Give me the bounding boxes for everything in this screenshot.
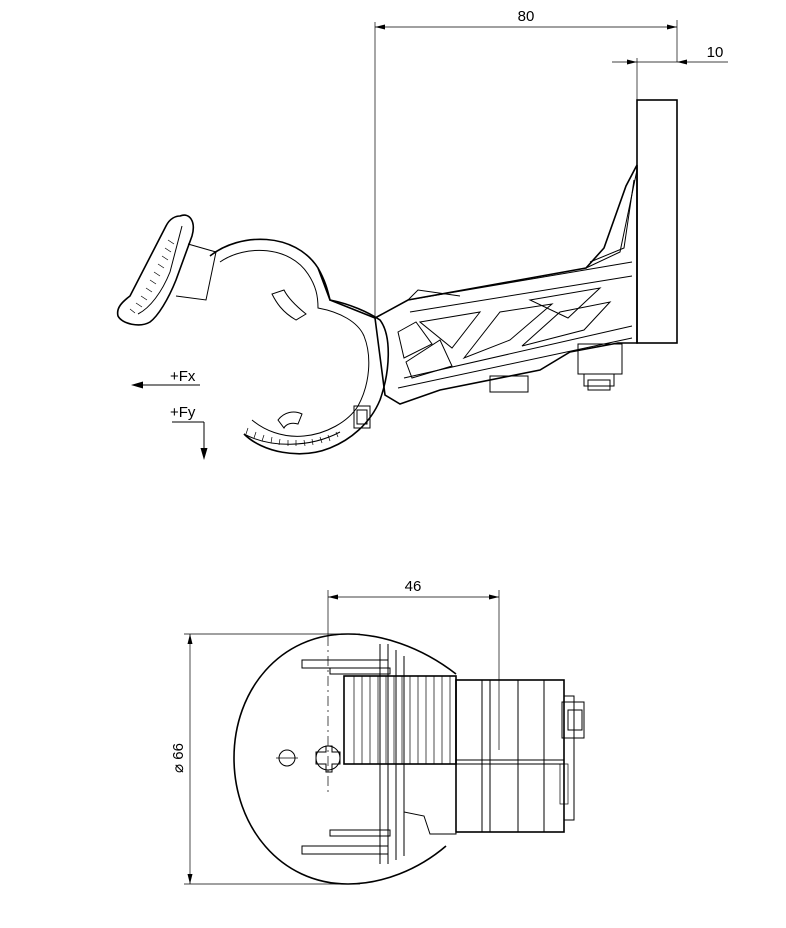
dimension-10-label: 10 <box>707 44 724 61</box>
clamp-ring <box>209 238 390 455</box>
wall-mount-plate <box>636 99 678 344</box>
dimension-10: 10 <box>612 44 728 100</box>
bracket-arm <box>374 164 638 405</box>
dimension-diameter-label: ⌀ 66 <box>170 743 187 773</box>
dimension-46: 46 <box>327 578 500 750</box>
force-fy-arrow: +Fy <box>170 404 208 460</box>
center-mark <box>276 636 341 796</box>
dimension-diameter-66: ⌀ 66 <box>170 633 360 885</box>
dimension-80: 80 <box>374 8 678 318</box>
force-fx-arrow: +Fx <box>131 368 200 389</box>
force-fx-label: +Fx <box>170 368 196 385</box>
round-base <box>233 633 457 885</box>
force-fy-label: +Fy <box>170 404 196 421</box>
dimension-80-label: 80 <box>518 8 535 25</box>
clamp-body <box>301 644 585 864</box>
clamp-lever <box>116 214 217 326</box>
dimension-46-label: 46 <box>405 578 422 595</box>
